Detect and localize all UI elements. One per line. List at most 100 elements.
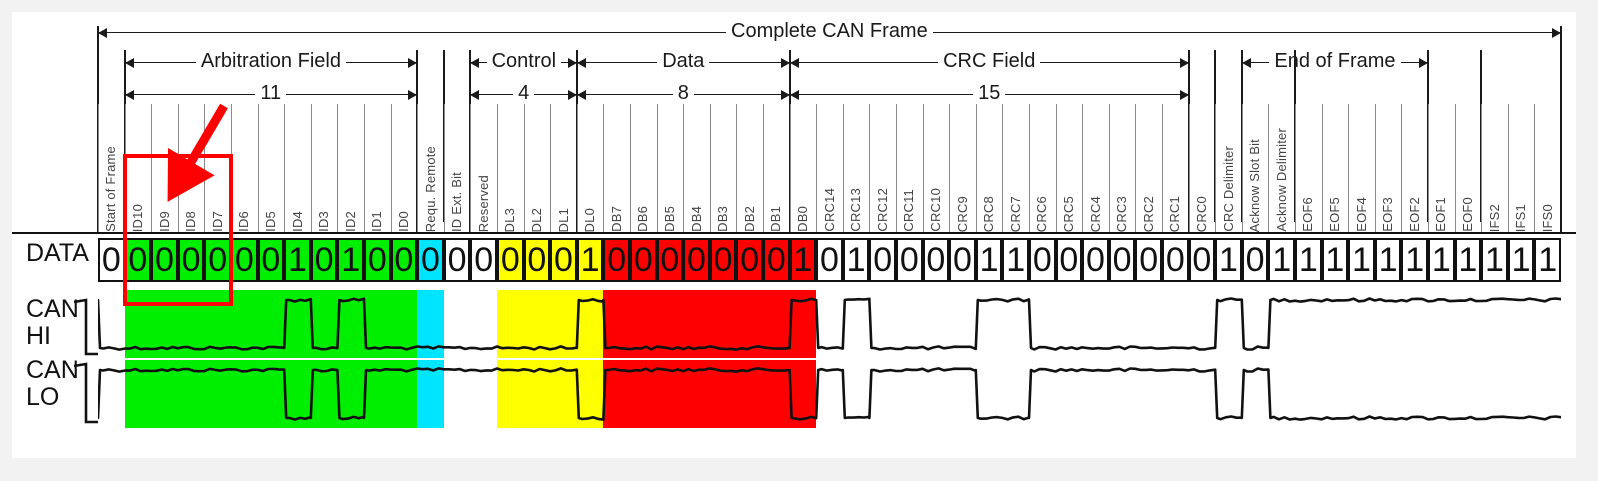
data-bit-cell-crc9: 0 (949, 238, 976, 282)
bracket-count-data: 8 (672, 83, 694, 103)
data-bit-cell-id0: 0 (390, 238, 418, 282)
bit-label-db0: DB0 (794, 206, 810, 232)
data-bit-cell-crc2: 0 (1135, 238, 1162, 282)
data-bit-cell-id4: 1 (284, 238, 311, 282)
waveform-band-rtr (417, 360, 444, 428)
data-bit-cell-crc0: 0 (1188, 238, 1216, 282)
data-bit-cell-crc14: 0 (816, 238, 843, 282)
bit-label-crc6: CRC6 (1034, 195, 1050, 232)
bit-label-id0: ID0 (395, 211, 411, 232)
bit-label-ifs2: IFS2 (1486, 203, 1502, 232)
row-label-can-hi-2: HI (26, 322, 51, 350)
data-bit-cell-start-of-frame: 0 (98, 238, 125, 282)
row-label-can-lo-1: CAN (26, 356, 79, 384)
bit-label-dl1: DL1 (555, 207, 571, 232)
waveform-lead-in (73, 298, 98, 424)
bracket-data: Data (657, 51, 710, 71)
data-bit-cell-eof4: 1 (1348, 238, 1375, 282)
data-bit-cell-db5: 0 (656, 238, 684, 282)
data-bit-cell-crc13: 1 (842, 238, 870, 282)
bit-label-acknow-delimiter: Acknow Delimiter (1273, 128, 1289, 232)
data-bit-cell-crc10: 0 (922, 238, 950, 282)
bit-label-reserved: Reserved (475, 174, 491, 232)
data-bit-cell-reserved: 0 (470, 238, 497, 282)
data-bit-cell-db1: 0 (763, 238, 790, 282)
data-bit-cell-id7: 0 (204, 238, 231, 282)
bracket-complete-frame: Complete CAN Frame (726, 21, 933, 41)
bit-label-crc10: CRC10 (927, 188, 943, 232)
data-bit-cell-eof1: 1 (1428, 238, 1455, 282)
row-label-can-hi-1: CAN (26, 295, 79, 323)
bit-label-crc7: CRC7 (1007, 195, 1023, 232)
bit-label-dl2: DL2 (528, 207, 544, 232)
bracket-control: Control (486, 51, 562, 71)
data-bit-cell-id3: 0 (310, 238, 338, 282)
bit-label-id4: ID4 (289, 211, 305, 232)
data-bit-cell-dl0: 1 (576, 238, 604, 282)
bit-label-dl3: DL3 (502, 207, 518, 232)
data-bit-cell-crc11: 0 (896, 238, 923, 282)
bit-label-acknow-slot-bit: Acknow Slot Bit (1247, 138, 1263, 232)
bit-label-crc14: CRC14 (821, 188, 837, 232)
bit-label-ifs1: IFS1 (1513, 203, 1529, 232)
bit-label-crc11: CRC11 (901, 189, 917, 232)
data-bit-cell-crc-delimiter: 1 (1215, 238, 1242, 282)
bracket-count-arbitration-field: 11 (255, 83, 287, 103)
bracket-crc-field: CRC Field (938, 51, 1041, 71)
bit-label-id3: ID3 (316, 211, 332, 232)
data-bit-cell-id-ext-bit: 0 (443, 238, 471, 282)
bit-label-dl0: DL0 (582, 207, 598, 232)
data-row-divider (12, 232, 1576, 234)
data-bit-cell-id8: 0 (177, 238, 205, 282)
bit-label-eof6: EOF6 (1300, 197, 1316, 232)
data-bit-cell-ifs0: 1 (1534, 238, 1561, 282)
data-bit-cell-id5: 0 (257, 238, 285, 282)
data-bit-cell-acknow-delimiter: 1 (1268, 238, 1295, 282)
bit-label-db4: DB4 (688, 206, 704, 232)
data-bit-cell-db2: 0 (736, 238, 763, 282)
bit-label-eof1: EOF1 (1433, 197, 1449, 232)
data-bit-cell-db7: 0 (603, 238, 630, 282)
data-bit-cell-dl2: 0 (523, 238, 551, 282)
data-bit-cell-ifs2: 1 (1481, 238, 1508, 282)
bit-label-crc4: CRC4 (1087, 195, 1103, 232)
bit-label-crc9: CRC9 (954, 195, 970, 232)
bit-label-db2: DB2 (741, 206, 757, 232)
bit-label-crc13: CRC13 (848, 188, 864, 232)
bit-label-ifs0: IFS0 (1539, 203, 1555, 232)
can-lo-waveform (98, 360, 1561, 428)
data-bit-cell-crc4: 0 (1082, 238, 1109, 282)
bit-label-db5: DB5 (661, 206, 677, 232)
bit-label-id1: ID1 (369, 211, 385, 232)
data-bit-cell-acknow-slot-bit: 0 (1241, 238, 1269, 282)
bit-label-eof3: EOF3 (1380, 197, 1396, 232)
data-bit-cell-db6: 0 (630, 238, 657, 282)
data-bit-cell-id2: 1 (337, 238, 364, 282)
bit-label-id5: ID5 (262, 211, 278, 232)
bit-label-crc12: CRC12 (874, 188, 890, 232)
bracket-count-crc-field: 15 (973, 83, 1006, 103)
data-bit-cell-eof2: 1 (1401, 238, 1428, 282)
bit-label-db3: DB3 (715, 206, 731, 232)
data-bit-cell-crc1: 0 (1162, 238, 1189, 282)
data-bit-cell-eof6: 1 (1295, 238, 1322, 282)
bit-label-db7: DB7 (608, 206, 624, 232)
row-label-can-lo-2: LO (26, 383, 60, 411)
data-bit-cell-ifs1: 1 (1507, 238, 1535, 282)
data-bit-cell-db4: 0 (683, 238, 710, 282)
bit-label-crc-delimiter: CRC Delimiter (1220, 146, 1236, 232)
data-bit-cell-crc3: 0 (1108, 238, 1136, 282)
bracket-count-control: 4 (513, 83, 535, 103)
bit-label-id6: ID6 (236, 211, 252, 232)
bit-label-requ-remote: Requ. Remote (422, 145, 438, 232)
bit-label-crc1: CRC1 (1167, 195, 1183, 232)
bit-label-eof0: EOF0 (1459, 197, 1475, 232)
bit-label-id-ext-bit: ID Ext. Bit (449, 172, 465, 232)
bit-label-eof4: EOF4 (1353, 197, 1369, 232)
data-bit-cell-crc5: 0 (1055, 238, 1083, 282)
annotation-arrow-icon (167, 103, 228, 202)
